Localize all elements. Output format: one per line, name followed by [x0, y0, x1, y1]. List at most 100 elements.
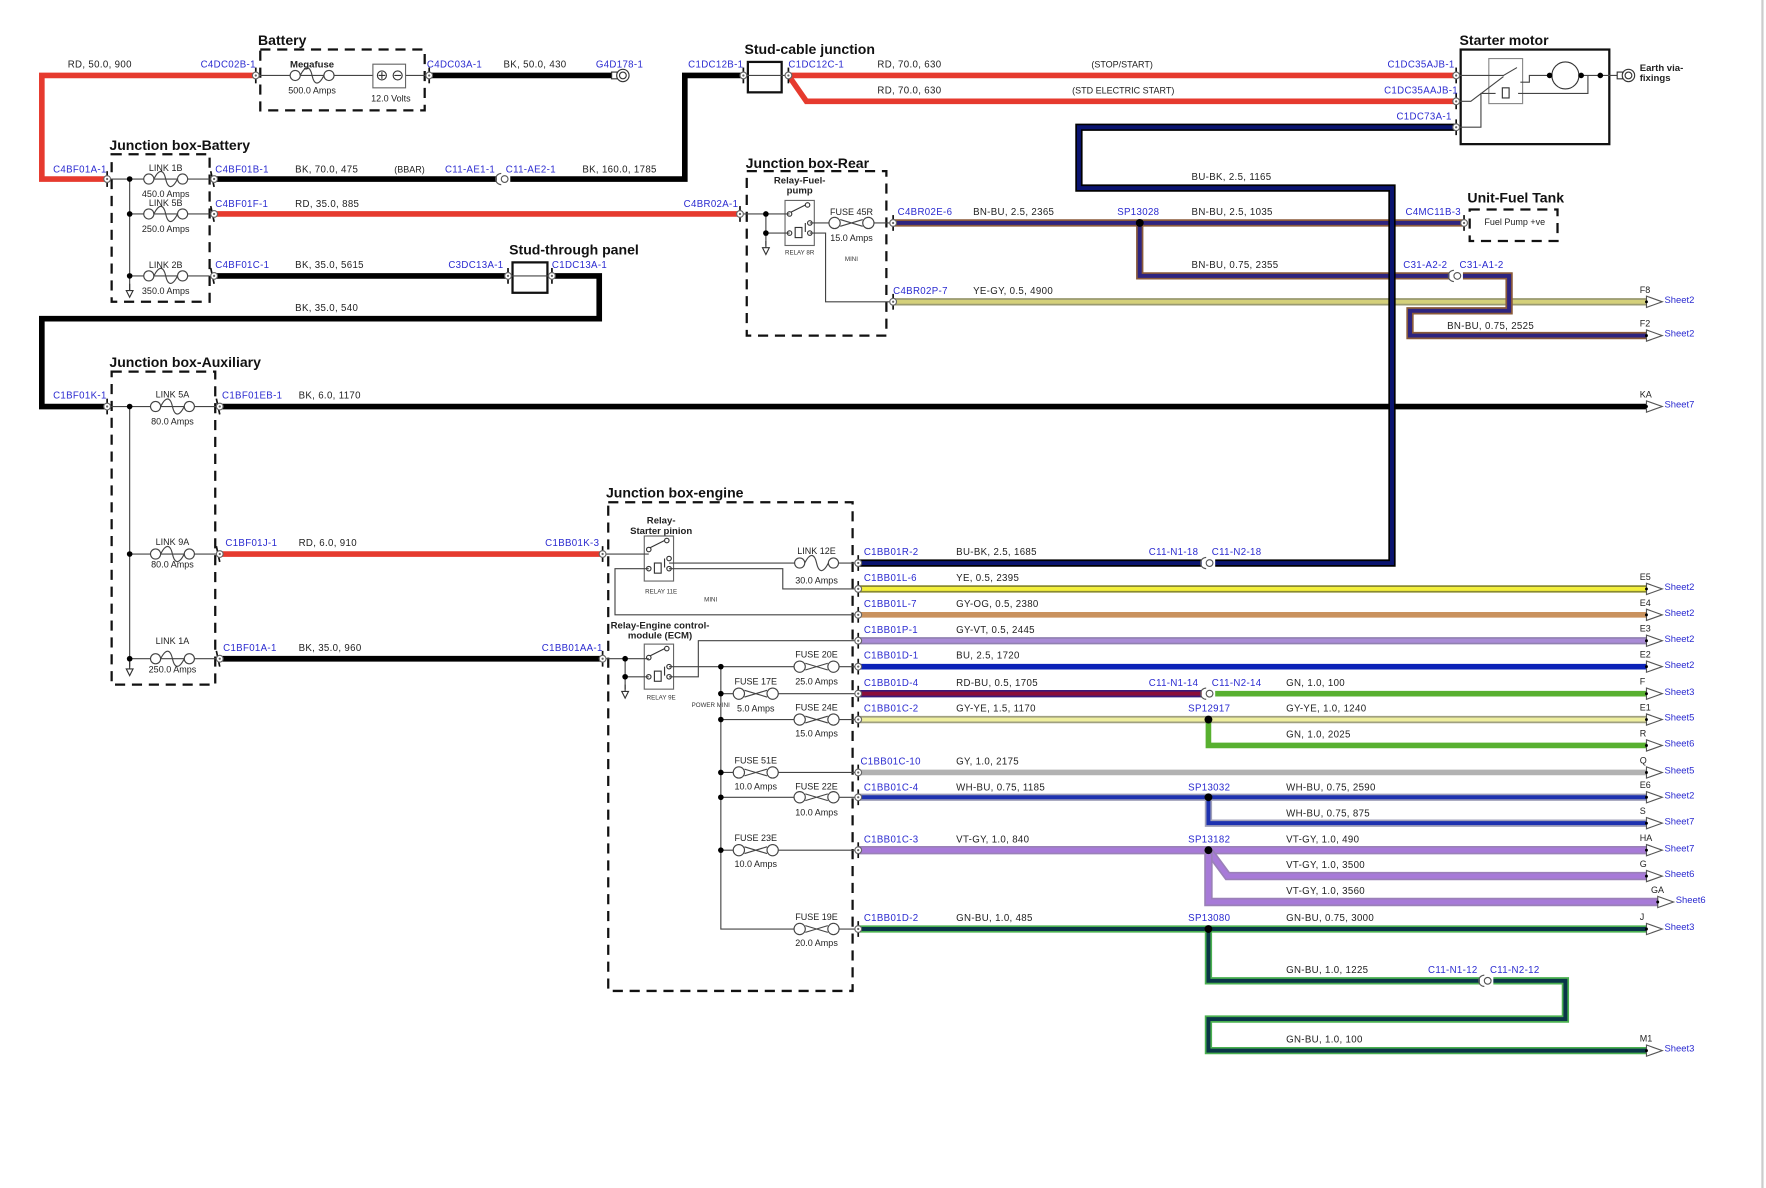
junction-box-rear[interactable]: Junction box-Rear Relay-Fuel- pump RELAY… — [739, 155, 894, 337]
connector-label[interactable]: C4DC02B-1 — [201, 60, 256, 71]
wire-gn[interactable] — [1205, 719, 1647, 749]
connector-label[interactable]: C1DC35AJB-1 — [1387, 60, 1454, 71]
connector-label[interactable]: SP13028 — [1117, 207, 1159, 218]
stud-through-panel[interactable]: Stud-through panel — [508, 241, 639, 294]
wire-rd[interactable] — [786, 73, 1457, 105]
sheet-link[interactable]: Sheet2 — [1664, 634, 1694, 645]
connector-label[interactable]: C1BF01A-1 — [223, 643, 277, 654]
connector-label[interactable]: C11-N1-12 — [1428, 965, 1478, 976]
connector-label[interactable]: C11-AE2-1 — [506, 164, 556, 175]
connector-label[interactable]: C1BB01C-4 — [864, 782, 919, 793]
junction-box-engine[interactable]: Junction box-engine Relay- Starter pinio… — [602, 485, 859, 993]
connector-label[interactable]: C1BB01P-1 — [864, 625, 918, 636]
sheet-link[interactable]: Sheet7 — [1664, 843, 1694, 854]
connector-label[interactable]: C4BF01B-1 — [215, 164, 269, 175]
connector-label[interactable]: C1BB01L-7 — [864, 599, 917, 610]
stud-cable-junction[interactable]: Stud-cable junction — [743, 41, 875, 94]
connector-label[interactable]: C1BB01C-3 — [864, 834, 919, 845]
wire-rd[interactable] — [39, 72, 256, 182]
connector-label[interactable]: C1BB01L-6 — [864, 573, 917, 584]
sheet-link[interactable]: Sheet3 — [1664, 922, 1694, 933]
connector-label[interactable]: C4DC03A-1 — [427, 60, 482, 71]
connector-label[interactable]: C11-N2-18 — [1212, 547, 1262, 558]
sheet-link[interactable]: Sheet3 — [1664, 687, 1694, 698]
connector-label[interactable]: C11-AE1-1 — [445, 164, 495, 175]
junction-box-auxiliary[interactable]: Junction box-Auxiliary LINK 5A 80.0 Amps… — [107, 354, 261, 686]
sheet-link[interactable]: Sheet2 — [1664, 790, 1694, 801]
sheet-link[interactable]: Sheet2 — [1664, 660, 1694, 671]
wire-vt-gy[interactable] — [1205, 847, 1647, 881]
connector-label[interactable]: G4D178-1 — [596, 60, 643, 71]
connector-label[interactable]: C1BB01C-2 — [864, 704, 919, 715]
wire-bk[interactable] — [509, 72, 744, 182]
connector-label[interactable]: C4MC11B-3 — [1405, 207, 1461, 218]
wire-bu-bk[interactable] — [1075, 123, 1457, 567]
connector-label[interactable]: C1BB01R-2 — [864, 547, 919, 558]
sheet-link[interactable]: Sheet2 — [1664, 582, 1694, 593]
connector-label[interactable]: C4BF01A-1 — [53, 164, 107, 175]
connector-label[interactable]: C11-N2-14 — [1212, 678, 1262, 689]
connector-label[interactable]: SP13032 — [1188, 782, 1230, 793]
connector-label[interactable]: C4BR02A-1 — [684, 199, 739, 210]
wire-wh-bu[interactable] — [1204, 797, 1647, 827]
battery-component[interactable]: Battery Megafuse 500.0 Amps 12.0 Volts — [255, 32, 430, 112]
connector-label[interactable]: C11-N2-12 — [1490, 965, 1540, 976]
sheet-link[interactable]: Sheet2 — [1664, 295, 1694, 306]
wire-bk[interactable] — [39, 273, 603, 410]
connector-label[interactable]: C1BF01J-1 — [225, 538, 277, 549]
connector-label[interactable]: C1BB01AA-1 — [542, 643, 603, 654]
wire-bn-bu[interactable] — [1406, 272, 1647, 340]
connector-label[interactable]: SP13080 — [1188, 913, 1230, 924]
sheet-link[interactable]: Sheet6 — [1676, 895, 1706, 906]
connector-label[interactable]: C3DC13A-1 — [448, 260, 503, 271]
connector-label[interactable]: SP12917 — [1188, 704, 1230, 715]
connector-label[interactable]: C1DC73A-1 — [1396, 111, 1451, 122]
sheet-link[interactable]: Sheet7 — [1664, 400, 1694, 411]
connector-label[interactable]: C4BR02E-6 — [898, 207, 953, 218]
connector-label[interactable]: C11-N1-18 — [1149, 547, 1199, 558]
wire-bn-bu[interactable] — [1136, 222, 1451, 280]
connector-label[interactable]: C31-A2-2 — [1403, 260, 1447, 271]
sheet-link[interactable]: Sheet2 — [1664, 608, 1694, 619]
connector-label[interactable]: C1BF01K-1 — [53, 391, 107, 402]
connector-label[interactable]: C1DC35AAJB-1 — [1384, 85, 1458, 96]
connector-label[interactable]: C1BF01EB-1 — [222, 391, 282, 402]
sheet-link[interactable]: Sheet2 — [1664, 329, 1694, 340]
sheet-link[interactable]: Sheet5 — [1664, 713, 1694, 724]
connector-label[interactable]: C1DC12C-1 — [788, 60, 844, 71]
connector-label[interactable]: C1BB01C-10 — [860, 757, 920, 768]
wire-vt-gy[interactable] — [1204, 850, 1658, 907]
junction-box-battery[interactable]: Junction box-Battery LINK 1B 450.0 Amps … — [107, 137, 250, 303]
connector-label[interactable]: SP13182 — [1188, 834, 1230, 845]
sheet-link[interactable]: Sheet6 — [1664, 739, 1694, 750]
connector-label[interactable]: C1BB01K-3 — [545, 538, 599, 549]
connector-label[interactable]: C31-A1-2 — [1460, 260, 1504, 271]
connector-label[interactable]: C11-N1-14 — [1149, 678, 1199, 689]
connector-label[interactable]: C1DC13A-1 — [552, 260, 607, 271]
connector-label[interactable]: C1BB01D-1 — [864, 651, 919, 662]
sheet-link[interactable]: Sheet7 — [1664, 816, 1694, 827]
wire-gn-bu[interactable] — [1204, 929, 1481, 985]
connector-label[interactable]: C4BF01F-1 — [215, 199, 268, 210]
connector-label[interactable]: C1BB01D-2 — [864, 913, 919, 924]
sheet-link[interactable]: Sheet3 — [1664, 1044, 1694, 1055]
sheet-link[interactable]: Sheet6 — [1664, 869, 1694, 880]
connector-label[interactable]: C1DC12B-1 — [688, 60, 743, 71]
connector-label[interactable]: C4BR02P-7 — [893, 286, 948, 297]
